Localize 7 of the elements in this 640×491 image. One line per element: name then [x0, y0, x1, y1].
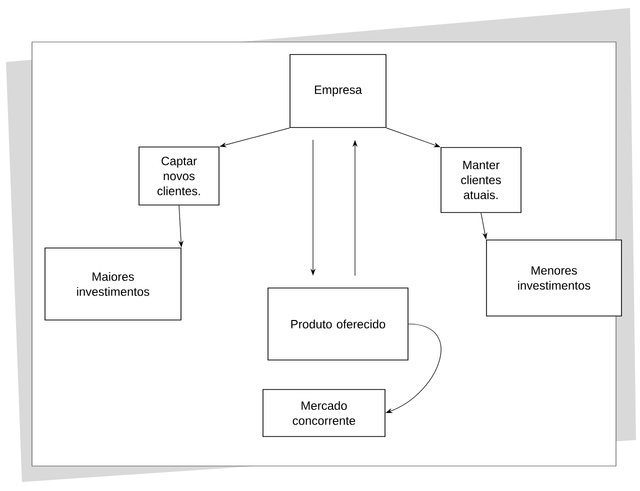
text-box: Manter clientes atuais. [440, 147, 522, 213]
text-box: Maiores investimentos [44, 248, 182, 320]
text-box: Menores investimentos [486, 240, 622, 316]
text-box: Mercado concorrente [262, 389, 386, 437]
text-box: Produto oferecido [268, 288, 408, 360]
text-box: Captar novos clientes. [138, 146, 220, 206]
text-box: Empresa [290, 54, 386, 128]
